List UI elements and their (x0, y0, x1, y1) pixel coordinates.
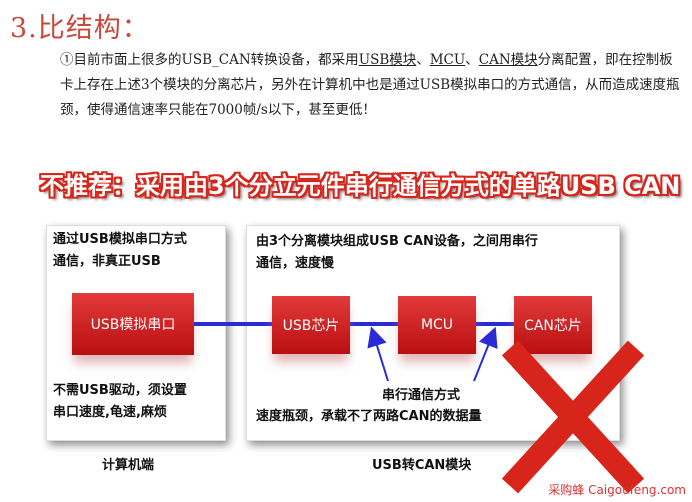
can-module-term: CAN模块 (478, 52, 538, 68)
text-line: 通信，速度慢 (256, 256, 335, 271)
usb-chip-box: USB芯片 (272, 296, 350, 354)
usb-module-term: USB模块 (358, 52, 417, 68)
separator: 、 (465, 52, 479, 68)
separator: 、 (416, 52, 430, 68)
text-line: 串口速度,龟速,麻烦 (53, 405, 167, 420)
text-line: 通过USB模拟串口方式 (53, 232, 187, 247)
computer-panel-bottom-text: 不需USB驱动，须设置 串口速度,龟速,麻烦 (53, 380, 228, 424)
section-title: 3.比结构： (10, 13, 150, 44)
paragraph-text: ①目前市面上很多的USB_CAN转换设备，都采用 (60, 52, 359, 68)
description-paragraph: ①目前市面上很多的USB_CAN转换设备，都采用USB模块、MCU、CAN模块分… (60, 48, 680, 123)
computer-side-caption: 计算机端 (102, 458, 155, 473)
module-panel-top-text: 由3个分离模块组成USB CAN设备，之间用串行 通信，速度慢 (256, 231, 621, 275)
serial-note-line1: 串行通信方式 (382, 388, 461, 403)
mcu-box: MCU (398, 296, 476, 354)
not-recommended-banner: 不推荐：采用由3个分立元件串行通信方式的单路USB CAN (40, 172, 681, 200)
watermark: 采购蜂 Caigoufeng.com (548, 483, 686, 497)
usb-can-module-caption: USB转CAN模块 (372, 458, 472, 473)
paragraph-text: 分离配置，即在控制板卡上存在上述3个模块的分离芯片，另外在计算机中也是通过USB… (60, 52, 680, 118)
text-line: 不需USB驱动，须设置 (53, 383, 187, 398)
mcu-term: MCU (429, 52, 466, 68)
usb-virtual-serial-box: USB模拟串口 (72, 293, 194, 355)
text-line: 通信，非真正USB (53, 254, 161, 269)
text-line: 由3个分离模块组成USB CAN设备，之间用串行 (256, 234, 538, 249)
serial-note-line2: 速度瓶颈，承载不了两路CAN的数据量 (256, 409, 482, 424)
can-chip-box: CAN芯片 (514, 296, 592, 354)
computer-panel-top-text: 通过USB模拟串口方式 通信，非真正USB (53, 229, 228, 273)
